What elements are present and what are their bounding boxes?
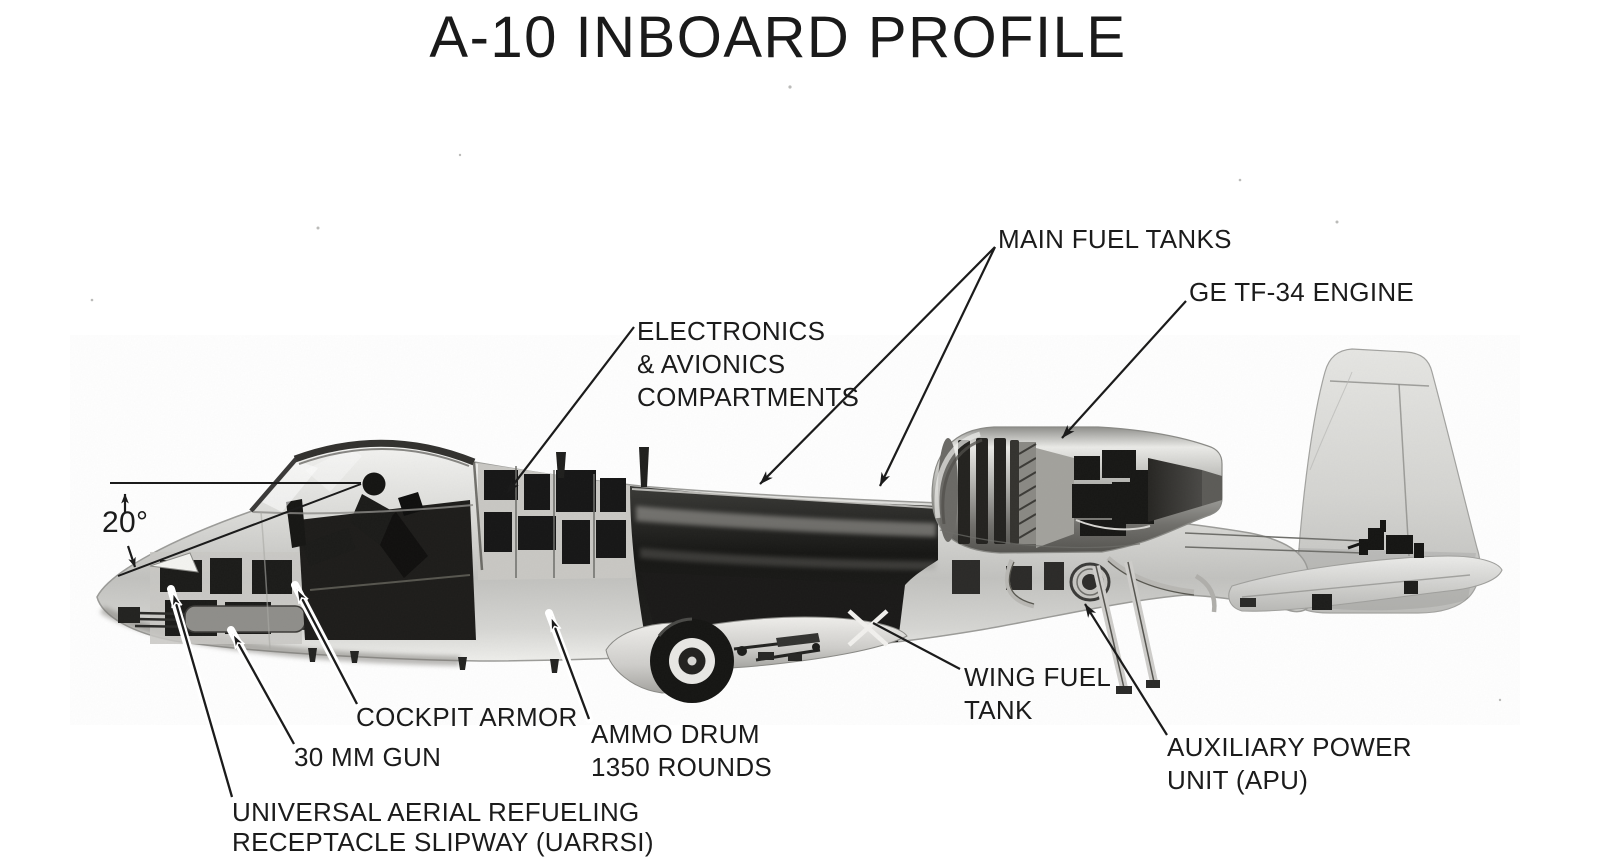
callout-line: ELECTRONICS [637, 316, 826, 346]
leader-engine [1061, 300, 1187, 439]
callout-main-fuel-tanks: MAIN FUEL TANKS [998, 223, 1232, 256]
callout-line: RECEPTACLE SLIPWAY (UARRSI) [232, 827, 654, 857]
callout-gun-depression-angle: 20° [102, 506, 148, 539]
callout-line: 1350 ROUNDS [591, 752, 773, 782]
leader-ammo-drum [549, 617, 591, 720]
callout-line: 30 MM GUN [294, 742, 442, 772]
callout-ge-tf34-engine: GE TF-34 ENGINE [1189, 276, 1414, 309]
sight-line-depressed [117, 483, 362, 577]
callout-line: & AVIONICS [637, 349, 786, 379]
photo-grain [70, 335, 1520, 725]
callout-line: AMMO DRUM [591, 719, 760, 749]
leader-wing-fuel [872, 622, 961, 670]
leader-30mm-gun [233, 634, 296, 745]
callout-electronics-avionics: ELECTRONICS & AVIONICS COMPARTMENTS [637, 315, 859, 414]
callout-line: COMPARTMENTS [637, 382, 860, 412]
annotations [110, 246, 1187, 801]
leader-electronics [506, 326, 635, 494]
leader-cockpit-armor [297, 589, 359, 705]
callout-cockpit-armor: COCKPIT ARMOR [356, 701, 578, 734]
callout-line: TANK [964, 695, 1033, 725]
photo-specks [90, 85, 1502, 764]
callout-line: COCKPIT ARMOR [356, 702, 578, 732]
callout-line: UNIT (APU) [1167, 765, 1309, 795]
callout-line: AUXILIARY POWER [1167, 732, 1412, 762]
callout-apu: AUXILIARY POWER UNIT (APU) [1167, 731, 1412, 797]
callout-line: WING FUEL [964, 662, 1112, 692]
cased-leaders [167, 581, 593, 801]
leader-apu [1084, 603, 1168, 736]
callout-line: 20° [102, 506, 149, 539]
callout-30mm-gun: 30 MM GUN [294, 741, 441, 774]
leader-main-fuel-aft [879, 246, 996, 487]
angle-arrow-down [126, 545, 137, 568]
callout-uarrsi: UNIVERSAL AERIAL REFUELING RECEPTACLE SL… [232, 797, 654, 857]
callout-ammo-drum: AMMO DRUM 1350 ROUNDS [591, 718, 772, 784]
callout-line: GE TF-34 ENGINE [1189, 277, 1415, 307]
airframe [70, 85, 1520, 764]
callout-line: UNIVERSAL AERIAL REFUELING [232, 797, 640, 827]
diagram-title: A-10 INBOARD PROFILE [429, 5, 1127, 70]
leader-main-fuel-forward [759, 246, 996, 485]
callout-line: MAIN FUEL TANKS [998, 224, 1232, 254]
callout-wing-fuel-tank: WING FUEL TANK [964, 661, 1111, 727]
leader-uarrsi [173, 593, 234, 798]
